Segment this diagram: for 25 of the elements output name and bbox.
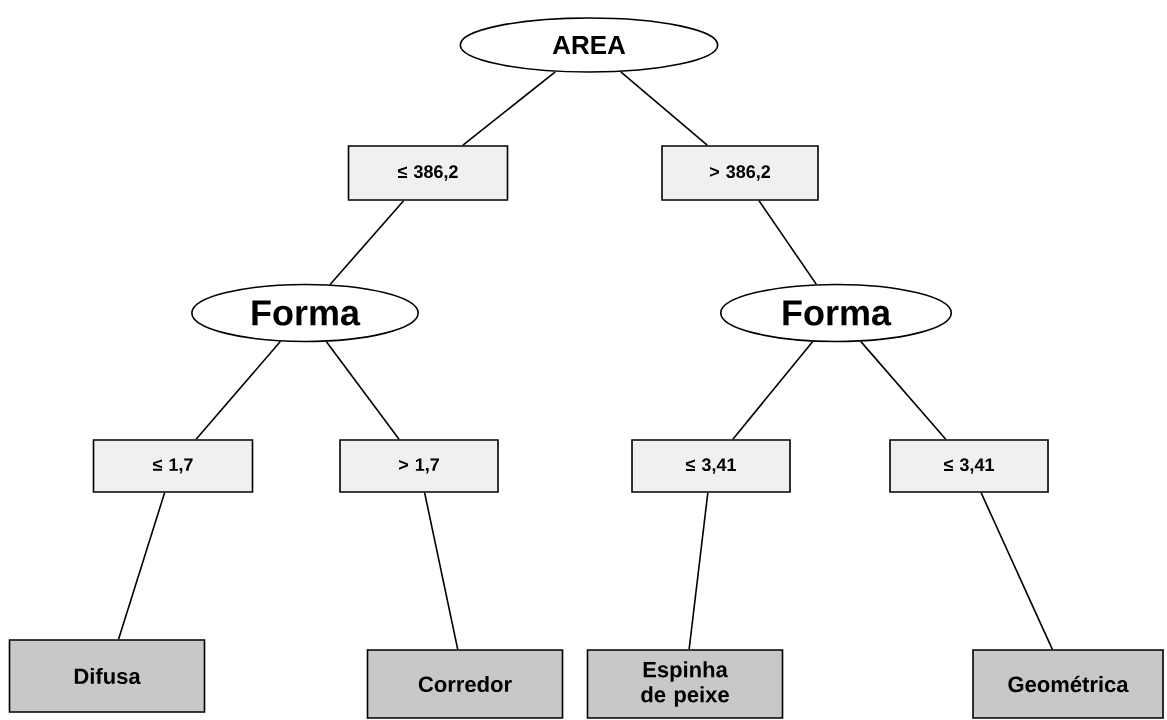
tree-edge: [329, 200, 405, 286]
tree-edge: [758, 200, 817, 285]
tree-edge: [860, 340, 947, 440]
tree-edge: [325, 340, 400, 440]
class-box: Geométrica: [972, 649, 1164, 719]
tree-edge: [732, 340, 814, 440]
condition-box: ≤ 1,7: [92, 439, 254, 493]
tree-edge: [423, 492, 459, 650]
tree-edge: [980, 492, 1054, 650]
tree-edge: [620, 71, 708, 146]
tree-edge: [688, 492, 709, 650]
ellipse-node: Forma: [191, 283, 419, 343]
condition-box: ≤ 386,2: [347, 145, 509, 201]
condition-box: > 1,7: [339, 439, 499, 493]
ellipse-node: AREA: [459, 17, 719, 73]
condition-box: > 386,2: [661, 145, 819, 201]
condition-box: ≤ 3,41: [631, 439, 791, 493]
class-box: Corredor: [366, 649, 564, 719]
tree-edge: [195, 340, 282, 440]
tree-edge: [462, 71, 557, 146]
ellipse-node: Forma: [719, 283, 953, 343]
tree-edge: [117, 492, 166, 640]
condition-box: ≤ 3,41: [889, 439, 1049, 493]
class-box: Espinha de peixe: [586, 649, 784, 719]
class-box: Difusa: [8, 639, 206, 713]
